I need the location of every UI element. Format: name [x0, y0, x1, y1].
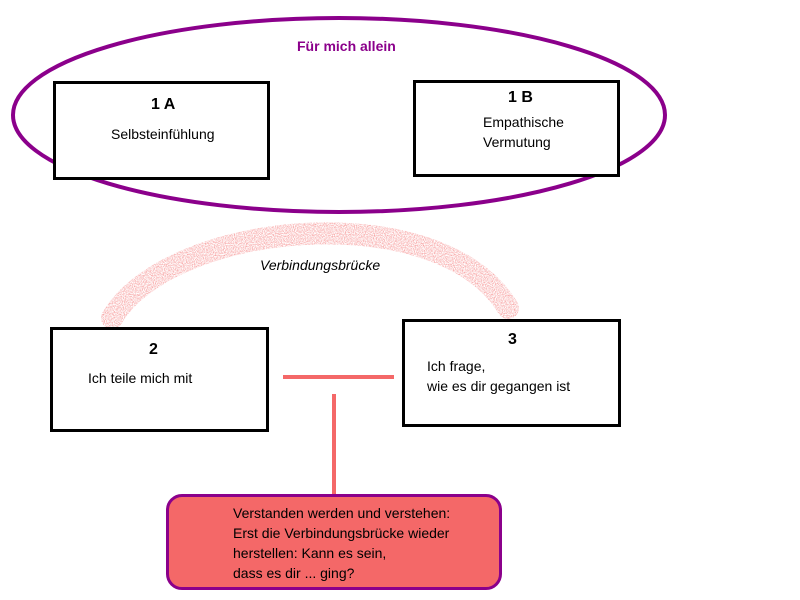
box-label-line: wie es dir gegangen ist [427, 378, 571, 394]
box-3-i-ask: 3 Ich frage, wie es dir gegangen ist [402, 319, 621, 427]
box-label-line: Ich frage, [427, 358, 486, 374]
callout-line: dass es dir ... ging? [233, 565, 355, 581]
box-label: Selbsteinfühlung [111, 124, 215, 144]
callout-line: herstellen: Kann es sein, [233, 545, 387, 561]
box-number: 3 [508, 331, 517, 348]
box-label-line: Vermutung [483, 134, 551, 150]
connection-bridge-arc [101, 222, 519, 329]
box-number: 1 A [151, 96, 176, 113]
callout-text: Verstanden werden und verstehen: Erst di… [233, 503, 450, 583]
box-label: Empathische Vermutung [483, 112, 564, 152]
callout-line: Verstanden werden und verstehen: [233, 505, 451, 521]
box-1a-self-empathy: 1 A Selbsteinfühlung [53, 81, 270, 180]
callout-line: Erst die Verbindungsbrücke wieder [233, 525, 450, 541]
box-number: 1 B [508, 89, 533, 106]
box-label-line: Ich teile mich mit [88, 370, 193, 386]
box-label-line: Empathische [483, 114, 564, 130]
understanding-callout: Verstanden werden und verstehen: Erst di… [166, 494, 502, 590]
box-label-line: Selbsteinfühlung [111, 126, 215, 142]
box-label: Ich frage, wie es dir gegangen ist [427, 356, 570, 396]
bridge-label: Verbindungsbrücke [260, 257, 381, 273]
group-label: Für mich allein [297, 38, 396, 54]
group-ellipse [11, 16, 667, 214]
box-2-i-share: 2 Ich teile mich mit [50, 327, 269, 432]
box-1b-empathic-guess: 1 B Empathische Vermutung [413, 80, 620, 177]
box-number: 2 [149, 341, 158, 358]
box-label: Ich teile mich mit [88, 368, 192, 388]
